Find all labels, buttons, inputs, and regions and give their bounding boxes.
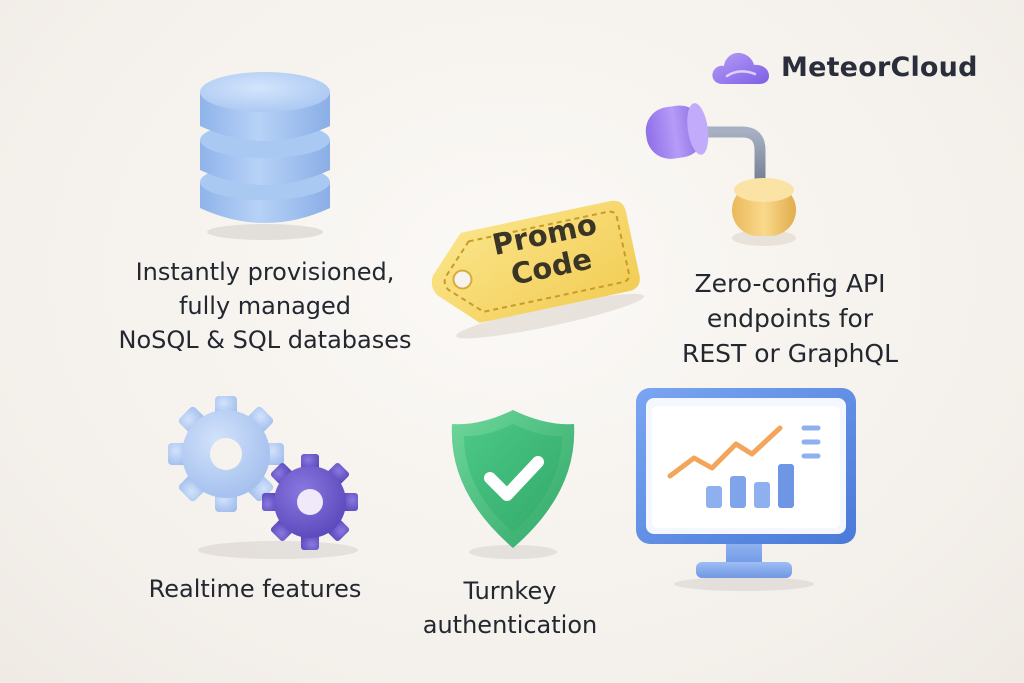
api-caption-line-1: Zero-config API xyxy=(694,269,886,298)
api-connector-icon xyxy=(640,98,810,258)
realtime-caption: Realtime features xyxy=(148,575,362,603)
monitor-chart-icon xyxy=(632,384,862,594)
databases-caption-line-2: fully managed xyxy=(178,292,352,320)
monitor-bars xyxy=(706,464,794,508)
monitor-trend-line xyxy=(667,425,783,479)
auth-caption: Turnkey authentication xyxy=(400,574,620,642)
light-gear xyxy=(168,396,284,512)
databases-caption-line-3: NoSQL & SQL databases xyxy=(118,326,412,354)
auth-caption-line-2: authentication xyxy=(422,611,598,639)
databases-caption-line-1: Instantly provisioned, xyxy=(135,258,395,286)
promo-code-tag[interactable]: Promo Code xyxy=(420,178,650,343)
api-caption-line-2: endpoints for xyxy=(706,304,874,333)
auth-caption-line-1: Turnkey xyxy=(463,577,557,605)
gears-icon xyxy=(168,392,368,562)
api-caption-line-3: REST or GraphQL xyxy=(681,339,899,368)
shield-check-icon xyxy=(438,402,588,562)
brand: MeteorCloud xyxy=(709,46,978,88)
database-stack-icon xyxy=(190,62,340,242)
purple-gear xyxy=(262,454,358,550)
databases-caption: Instantly provisioned, fully managed NoS… xyxy=(95,255,435,357)
brand-name: MeteorCloud xyxy=(781,51,978,83)
api-caption: Zero-config API endpoints for REST or Gr… xyxy=(665,266,915,371)
cloud-icon xyxy=(709,46,773,88)
